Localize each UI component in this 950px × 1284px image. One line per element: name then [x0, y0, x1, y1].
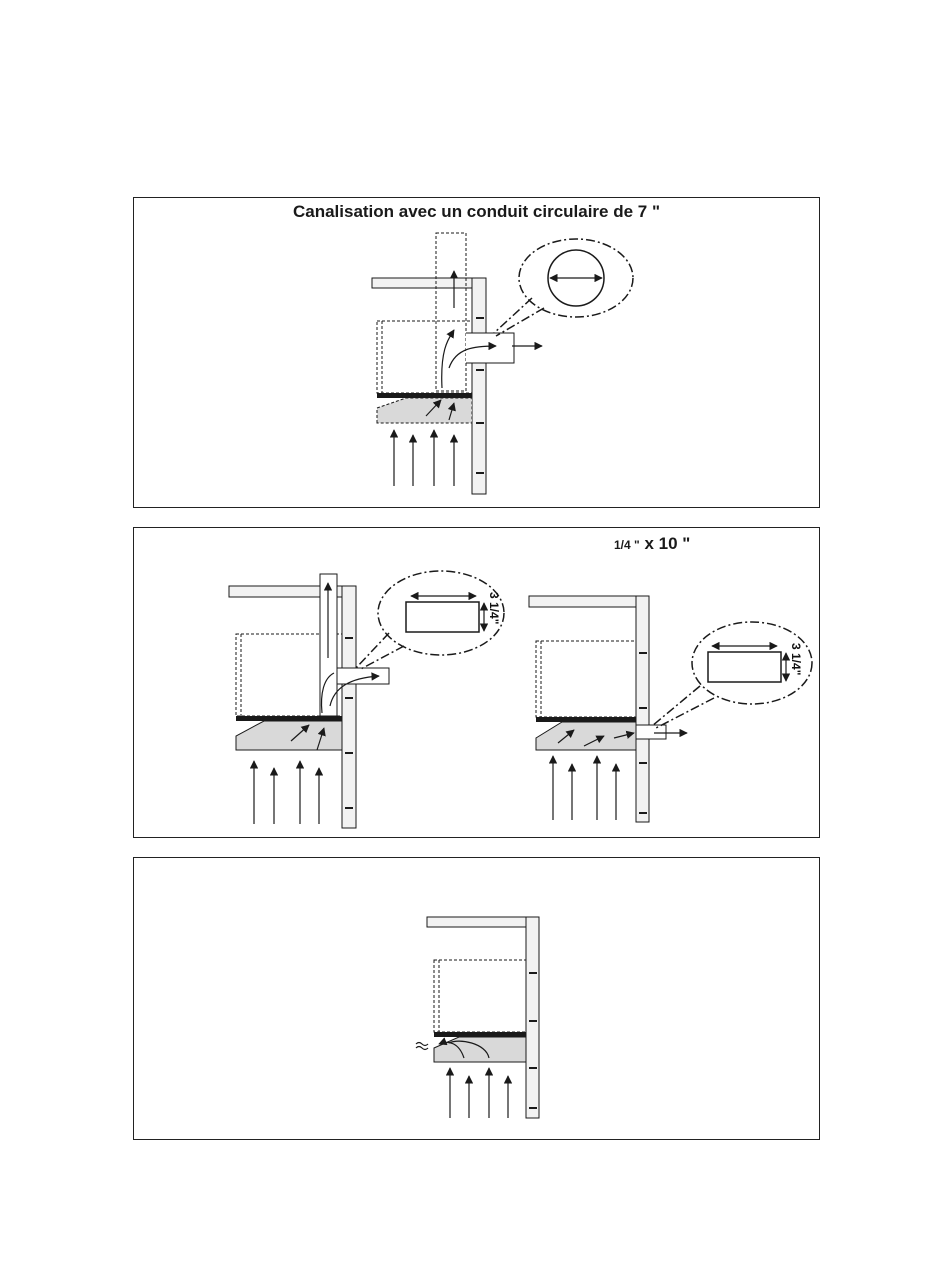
- hood-body: [377, 398, 472, 423]
- hood-top-plate: [434, 1032, 526, 1037]
- panel-recirculation: [133, 857, 820, 1140]
- upper-shelf: [372, 278, 472, 288]
- cabinet-outline: [377, 321, 472, 393]
- horizontal-rect-duct-diagram: 3 1/4": [529, 596, 812, 822]
- hood-body: [434, 1037, 526, 1062]
- wall: [526, 917, 539, 1118]
- hood-top-plate: [377, 393, 472, 398]
- upper-shelf: [427, 917, 526, 927]
- round-duct-diagram: [134, 198, 821, 509]
- recirculation-diagram: [134, 858, 821, 1141]
- right-duct-dimension: 3 1/4": [789, 643, 803, 675]
- panel-round-duct: Canalisation avec un conduit circulaire …: [133, 197, 820, 508]
- vertical-duct: [436, 233, 466, 391]
- cabinet-outline: [434, 960, 526, 1032]
- airflow-arrows: [394, 271, 542, 486]
- wall: [472, 278, 486, 494]
- rectangular-duct-diagrams: 3 1/4": [134, 528, 821, 839]
- left-duct-dimension: 3 1/4": [487, 592, 501, 624]
- panel-rectangular-duct: 1/4 " x 10 ": [133, 527, 820, 838]
- vertical-rect-duct-diagram: 3 1/4": [229, 571, 504, 828]
- round-duct-callout: [494, 239, 633, 336]
